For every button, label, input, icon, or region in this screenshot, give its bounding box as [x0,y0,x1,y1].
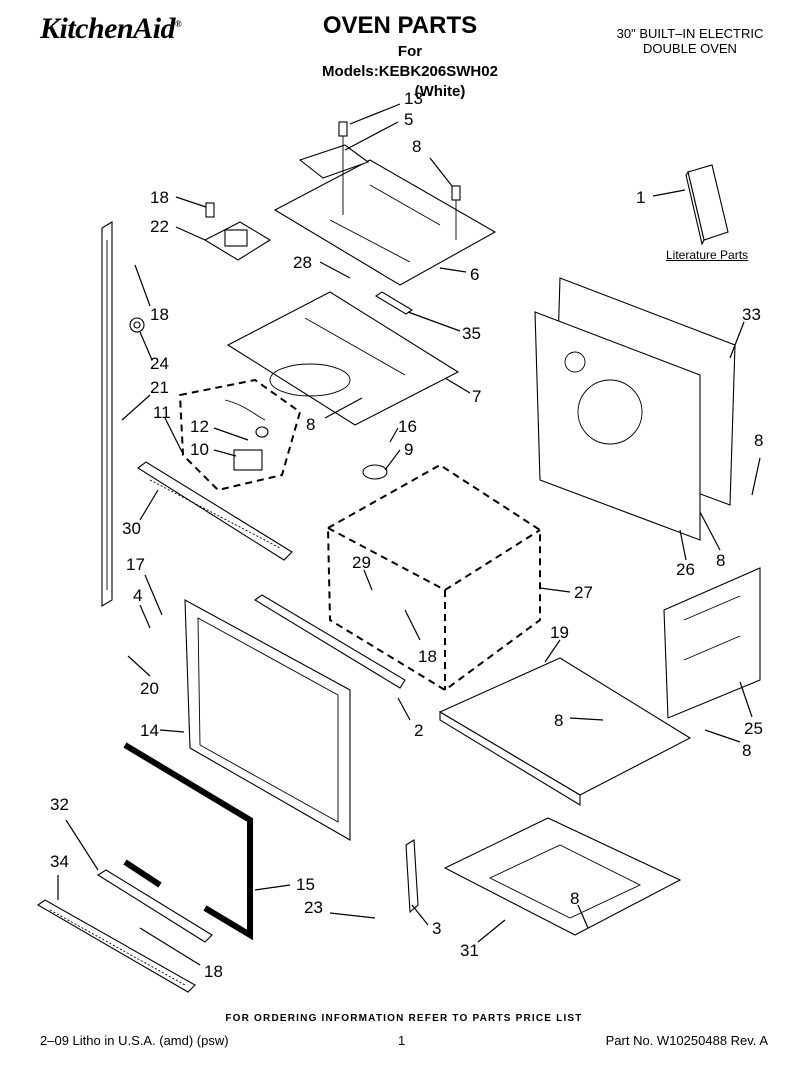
callout-8d: 8 [716,551,725,570]
page-number: 1 [398,1033,406,1048]
page-title: OVEN PARTS [322,12,478,39]
callout-6: 6 [470,265,479,284]
callout-12: 12 [190,417,209,436]
heating-bar-part [137,461,293,561]
brand-logo: KitchenAid® [40,12,182,45]
callout-8e: 8 [554,711,563,730]
callout-1: 1 [636,188,645,207]
vent-trim-part [36,869,213,993]
callout-32: 32 [50,795,69,814]
callout-30: 30 [122,519,141,538]
gasket-part [123,742,253,941]
callout-13: 13 [404,89,423,108]
part-number: Part No. W10250488 Rev. A [605,1033,768,1048]
callout-19: 19 [550,623,569,642]
callout-26: 26 [676,560,695,579]
callout-17: 17 [126,555,145,574]
callout-23: 23 [304,898,323,917]
callout-15: 15 [296,875,315,894]
callout-16: 16 [398,417,417,436]
bracket-part [203,221,272,261]
literature-book [685,164,729,246]
floor-panel-part [438,657,692,806]
callout-8g: 8 [570,889,579,908]
litho-info: 2–09 Litho in U.S.A. (amd) (psw) [40,1033,229,1048]
callout-29: 29 [352,553,371,572]
models-line: For Models:KEBK206SWH02 [322,43,498,80]
screws-top [205,121,461,240]
callout-18b: 18 [150,305,169,324]
grommet-part [129,317,145,333]
callout-7: 7 [472,387,481,406]
callout-5: 5 [404,110,413,129]
callout-10: 10 [190,440,209,459]
callout-11: 11 [153,403,171,422]
callout-31: 31 [460,941,479,960]
callout-4: 4 [133,586,142,605]
callout-8f: 8 [742,741,751,760]
callout-34: 34 [50,852,69,871]
desc-line-1: 30" BUILT–IN ELECTRIC [616,26,764,41]
trim-part [254,594,406,689]
callout-8b: 8 [306,415,315,434]
base-tray-part [443,817,682,936]
side-rail-part [101,221,113,607]
callout-21: 21 [150,378,169,397]
literature-parts-label: Literature Parts [666,248,749,262]
callout-27: 27 [574,583,593,602]
callout-24: 24 [150,354,169,373]
callout-28: 28 [293,253,312,272]
callout-14: 14 [140,721,159,740]
callout-33: 33 [742,305,761,324]
callout-35: 35 [462,324,481,343]
callout-22: 22 [150,217,169,236]
hinge-bracket-part [405,839,419,914]
element-bar [374,291,414,315]
ordering-note: FOR ORDERING INFORMATION REFER TO PARTS … [225,1013,583,1024]
shroud-part [226,291,460,426]
desc-line-2: DOUBLE OVEN [643,41,737,56]
callout-2: 2 [414,721,423,740]
callout-18d: 18 [204,962,223,981]
callout-8c: 8 [754,431,763,450]
side-panel-part [663,567,761,719]
callout-3: 3 [432,919,441,938]
callout-18: 18 [150,188,169,207]
oven-cavity-part [326,463,541,692]
top-panel-part [273,144,497,286]
callout-8: 8 [412,137,421,156]
back-panel-part [534,277,736,541]
callout-9: 9 [404,440,413,459]
callout-25: 25 [744,719,763,738]
callout-20: 20 [140,679,159,698]
color-line: (White) [414,83,466,100]
light-assembly-group [178,378,302,492]
leader-lines [57,103,761,966]
product-description: 30" BUILT–IN ELECTRIC DOUBLE OVEN [600,26,780,56]
door-frame-part [184,599,351,841]
model-info: For Models:KEBK206SWH02 (White) [310,42,510,102]
callout-18c: 18 [418,647,437,666]
